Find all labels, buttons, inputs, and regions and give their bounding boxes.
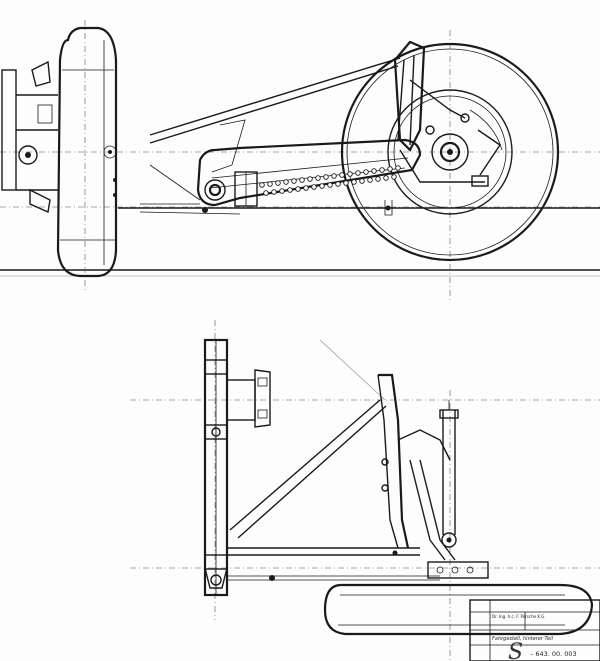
title-block: Dr. Ing. h.c. F. Porsche K.G. Fahrgestel…	[469, 599, 600, 661]
rear-wheel-side	[340, 42, 560, 262]
title-block-sheet-mark: S	[508, 640, 523, 661]
title-block-company: Dr. Ing. h.c. F. Porsche K.G.	[492, 614, 546, 619]
title-block-part-title: Fahrgestell, hinterer Teil	[492, 636, 553, 642]
mounting-bracket	[226, 369, 271, 428]
hub-assembly	[427, 561, 489, 579]
transverse-bar	[227, 547, 440, 581]
trailing-arm	[196, 138, 422, 213]
lightening-holes	[259, 165, 401, 196]
upper-diagonal-tube	[149, 57, 401, 173]
diagonal-brace	[229, 339, 387, 539]
drive-shaft	[439, 400, 459, 548]
rear-tire-plan	[323, 583, 594, 636]
plan-view	[130, 320, 600, 661]
title-block-drawing-number: – 643. 00. 003	[530, 650, 577, 658]
main-frame-tube	[203, 338, 229, 597]
plan-rear-strut	[377, 373, 456, 561]
side-elevation-view	[0, 20, 600, 300]
lower-frame-rails	[118, 164, 600, 216]
left-chassis-fragment	[1, 60, 117, 214]
